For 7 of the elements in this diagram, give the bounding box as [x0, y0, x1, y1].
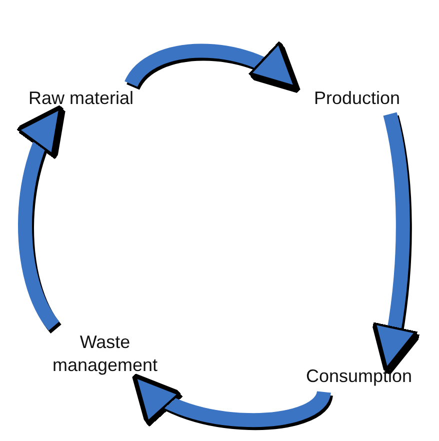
curved-arrow: [370, 112, 420, 374]
stage-label: Production: [294, 86, 420, 112]
stage-label: Consumption: [284, 364, 434, 390]
stage-label: Raw material: [16, 86, 146, 112]
curved-arrow: [125, 40, 300, 90]
curved-arrow: [16, 104, 63, 330]
stage-label: Waste management: [40, 328, 170, 380]
